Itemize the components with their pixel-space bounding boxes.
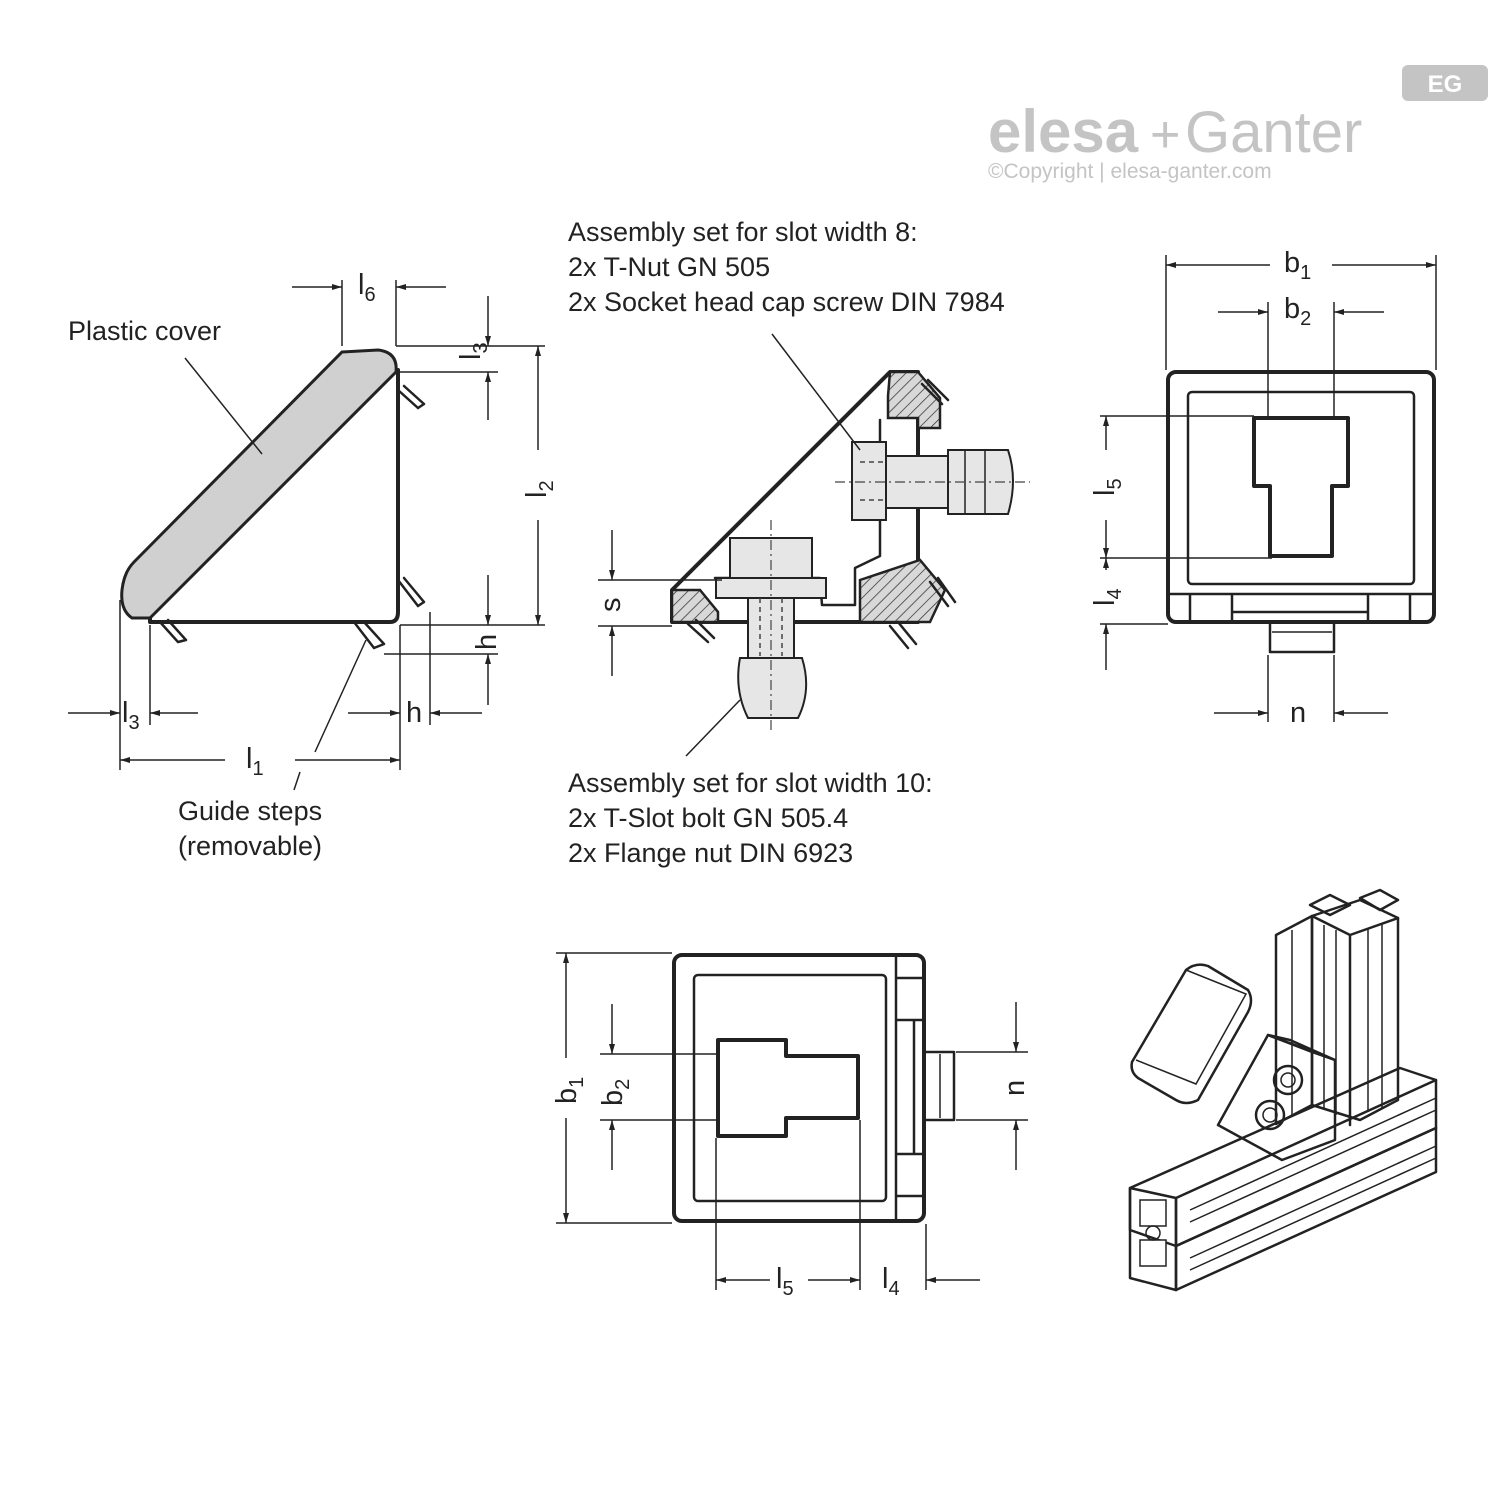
brand-logo: EG elesa + Ganter ©Copyright | elesa-gan… [988,65,1488,183]
assembly-8-item2: 2x Socket head cap screw DIN 7984 [568,287,1005,317]
iso-plastic-cover [1130,963,1253,1105]
brand-name-ganter: Ganter [1185,100,1362,165]
eg-badge-icon [1402,65,1488,101]
dim-l1: l1 [246,743,264,780]
plastic-cover-label: Plastic cover [68,316,221,346]
section-hatch-top [886,370,942,430]
section-hatch-left [670,588,720,624]
dim-b1-bottom: b1 [551,1077,588,1104]
section-hatch-right [858,558,947,624]
guide-steps-removable-label: (removable) [178,831,322,861]
front-view-bottom: b1 b2 n l5 l4 [551,952,1031,1300]
assembly-10-title: Assembly set for slot width 10: [568,768,933,798]
plastic-cover-shape [120,348,398,620]
dim-n-bottom: n [999,1080,1031,1096]
brand-name-elesa: elesa [988,98,1139,165]
dim-l5-top: l5 [1089,478,1126,496]
isometric-assembly-view [1128,888,1438,1292]
brand-copyright: ©Copyright | elesa-ganter.com [988,160,1272,183]
assembly-8-item1: 2x T-Nut GN 505 [568,252,770,282]
dim-l3-top: l3 [455,342,492,360]
dim-l5-bottom: l5 [776,1263,794,1300]
dim-h-horizontal: h [406,697,422,729]
dim-s: s [595,598,627,613]
dim-b2-top: b2 [1284,293,1311,330]
guide-steps-pins [158,384,426,650]
dim-b1-top: b1 [1284,247,1311,284]
assembly-8-title: Assembly set for slot width 8: [568,217,918,247]
dim-l4-top: l4 [1089,588,1126,606]
dim-h-vertical: h [471,634,503,650]
dim-l6: l6 [358,269,376,306]
assembly-10-item2: 2x Flange nut DIN 6923 [568,838,853,868]
dim-b2-bottom: b2 [597,1079,634,1106]
dim-n-top: n [1290,697,1306,729]
assembly-10-item1: 2x T-Slot bolt GN 505.4 [568,803,848,833]
dim-l4-bottom: l4 [882,1263,900,1300]
guide-steps-label: Guide steps [178,796,322,826]
dim-l3-bottom: l3 [122,697,140,734]
dim-l2: l2 [521,480,558,498]
eg-badge-text: EG [1428,71,1463,98]
side-view-cover: Plastic cover Guide steps (removable) l6… [68,269,558,861]
front-view-top-right: b1 b2 l5 l4 n [1089,247,1437,729]
section-view-assembly: s Assembly set for slot width 8: 2x T-Nu… [568,217,1030,868]
brand-plus: + [1150,106,1180,164]
